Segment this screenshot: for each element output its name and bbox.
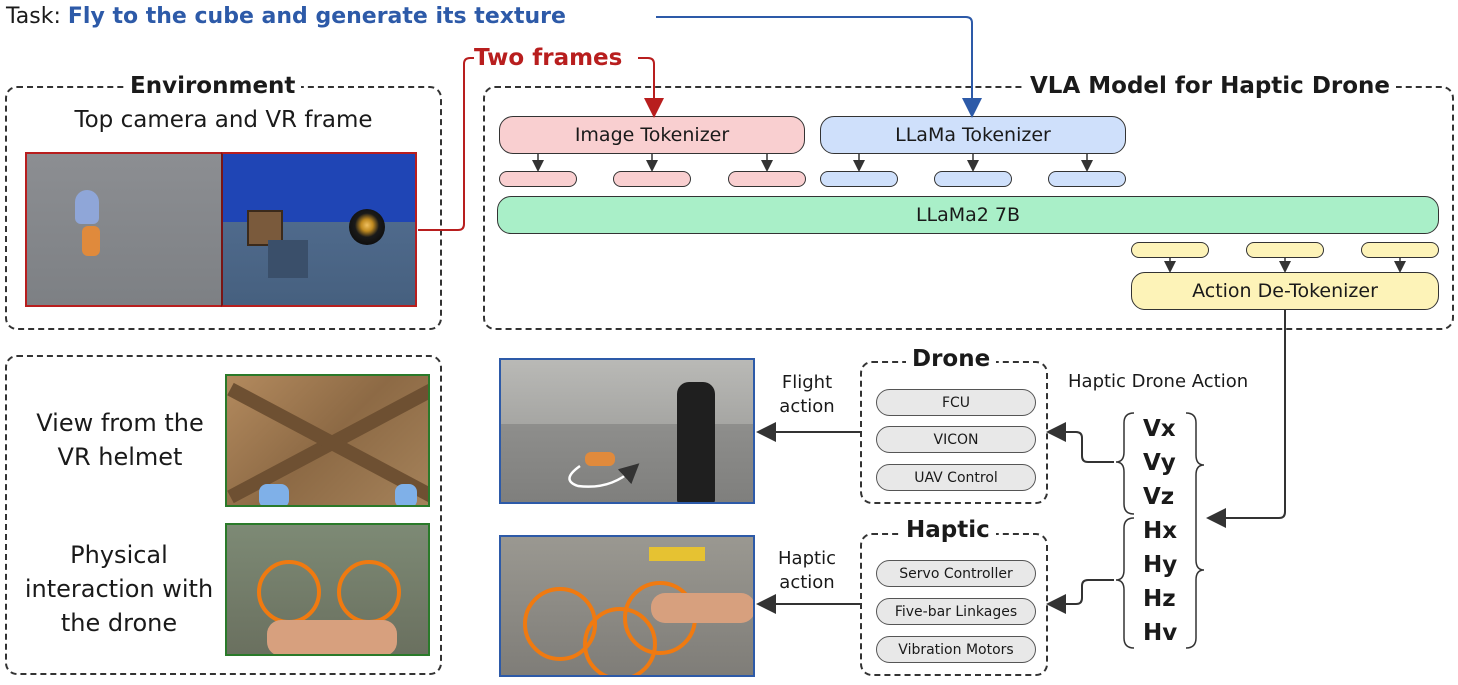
action-token-3 <box>1361 242 1439 258</box>
left-brace-lower-icon <box>1115 517 1135 649</box>
physical-interaction-image <box>225 523 430 656</box>
var-vx: Vx <box>1143 416 1176 442</box>
top-camera-image <box>25 152 221 307</box>
task-arrow-icon <box>656 16 982 118</box>
var-hx: Hx <box>1143 518 1178 544</box>
frames-arrow-head-icon <box>638 57 664 118</box>
floor-mat <box>649 547 705 561</box>
var-hy: Hy <box>1143 552 1178 578</box>
five-bar-linkages-item: Five-bar Linkages <box>876 598 1036 625</box>
action-token-1 <box>1131 242 1209 258</box>
two-frames-label: Two frames <box>474 45 623 71</box>
vicon-item: VICON <box>876 426 1036 453</box>
haptic-title: Haptic <box>900 517 996 543</box>
vibration-motors-item: Vibration Motors <box>876 636 1036 663</box>
cube-object <box>247 210 283 246</box>
action-header: Haptic Drone Action <box>1068 371 1249 392</box>
frames-arrow-icon <box>418 57 474 231</box>
fcu-item: FCU <box>876 389 1036 416</box>
servo-controller-item: Servo Controller <box>876 560 1036 587</box>
haptic-interaction-photo <box>499 535 755 677</box>
flight-action-label: Flight action <box>779 372 835 417</box>
var-vz: Vz <box>1143 484 1175 510</box>
vla-panel <box>483 86 1454 330</box>
drone-panel: FCU VICON UAV Control <box>860 361 1048 504</box>
vr-hand-left <box>259 484 289 505</box>
llama-tokenizer: LLaMa Tokenizer <box>820 116 1126 154</box>
var-hv: Hv <box>1143 620 1178 646</box>
var-vy: Vy <box>1143 450 1176 476</box>
vr-frame-image <box>221 152 417 307</box>
environment-title: Environment <box>124 73 302 99</box>
detokenizer-arrow-icon <box>1206 310 1286 528</box>
cube-shadow <box>268 240 308 278</box>
person-figure <box>677 382 715 502</box>
operator-figure <box>75 190 99 224</box>
to-haptic-arrow-icon <box>1046 579 1114 614</box>
image-tokenizer: Image Tokenizer <box>499 116 805 154</box>
llama2-model: LLaMa2 7B <box>497 196 1439 234</box>
user-hands <box>267 620 397 654</box>
vr-helmet-image <box>225 374 430 507</box>
views-panel <box>5 355 442 675</box>
haptic-action-label: Haptic action <box>778 548 836 593</box>
drone-figure <box>82 226 100 256</box>
haptic-hands <box>651 593 753 623</box>
small-drone <box>585 452 615 466</box>
haptic-panel: Servo Controller Five-bar Linkages Vibra… <box>860 533 1048 676</box>
task-prefix: Task: <box>6 4 68 29</box>
right-brace-icon <box>1185 412 1205 649</box>
physical-interaction-label: Physical interaction with the drone <box>24 541 214 637</box>
vla-title: VLA Model for Haptic Drone <box>1024 73 1397 99</box>
action-token-2 <box>1246 242 1324 258</box>
task-line: Task: Fly to the cube and generate its t… <box>6 4 566 29</box>
vr-hand-right <box>395 484 417 505</box>
sphere-object <box>349 209 385 245</box>
uav-control-item: UAV Control <box>876 464 1036 491</box>
drone-title: Drone <box>906 346 997 372</box>
left-brace-icon <box>1115 412 1135 515</box>
task-text: Fly to the cube and generate its texture <box>67 4 566 29</box>
environment-subtitle: Top camera and VR frame <box>74 107 373 133</box>
var-hz: Hz <box>1143 586 1176 612</box>
to-drone-arrow-icon <box>1046 422 1114 463</box>
motion-arrow-icon <box>568 463 640 488</box>
vr-helmet-label: View from the VR helmet <box>36 409 204 471</box>
